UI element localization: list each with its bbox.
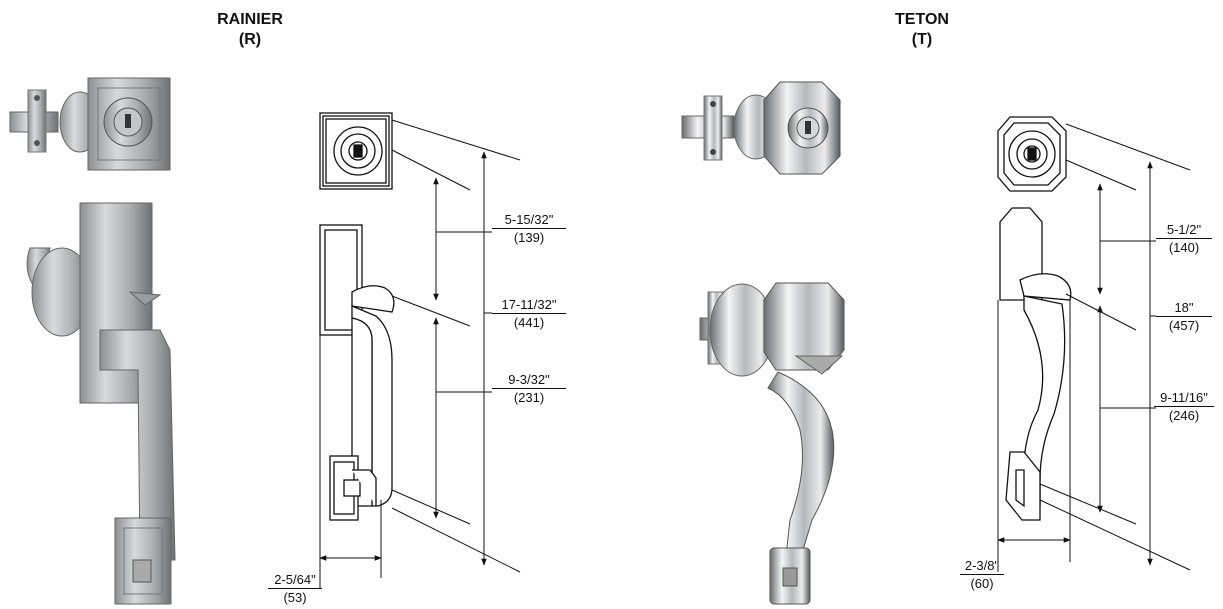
teton-extension-handle-bottom: [1039, 483, 1137, 525]
rainier-handle-imperial: 9-3/32": [492, 372, 566, 389]
rainier-title: RAINIER (R): [190, 10, 310, 50]
rainier-handle-dimension: 9-3/32" (231): [492, 372, 566, 405]
rainier-extension-top: [391, 119, 521, 161]
teton-width-dimension: 2-3/8" (60): [960, 558, 1004, 591]
rainier-extension-handle-bottom: [391, 489, 471, 525]
teton-extension-lever: [1065, 293, 1137, 331]
rainier-width-dimension: 2-5/64" (53): [268, 572, 322, 605]
teton-width-metric: (60): [970, 576, 994, 591]
rainier-width-metric: (53): [283, 590, 307, 605]
teton-handle-metric: (246): [1168, 408, 1200, 423]
teton-top-section-imperial: 5-1/2": [1156, 222, 1212, 239]
rainier-overall-dimension: 17-11/32" (441): [492, 297, 566, 330]
rainier-handle-metric: (231): [513, 390, 545, 405]
teton-name: TETON: [895, 11, 949, 28]
rainier-line-drawing: [319, 112, 395, 521]
rainier-code: (R): [238, 31, 262, 48]
teton-deadbolt-photo: [681, 81, 841, 175]
teton-dimension-lines: [997, 123, 1191, 572]
teton-deadbolt-drawing: [997, 116, 1067, 192]
teton-handle-dimension: 9-11/16" (246): [1154, 390, 1214, 423]
rainier-extension-bottom: [391, 507, 521, 573]
rainier-width-imperial: 2-5/64": [268, 572, 322, 589]
teton-overall-imperial: 18": [1156, 300, 1212, 317]
teton-overall-metric: (457): [1168, 318, 1200, 333]
rainier-dimension-lines: [319, 119, 521, 588]
teton-handle-imperial: 9-11/16": [1154, 390, 1214, 407]
teton-extension-bolt: [1065, 159, 1137, 191]
rainier-overall-imperial: 17-11/32": [492, 297, 566, 314]
teton-code: (T): [911, 31, 933, 48]
rainier-top-section-imperial: 5-15/32": [492, 212, 566, 229]
rainier-handle-photo: [26, 202, 176, 605]
teton-handle-drawing: [999, 207, 1072, 521]
teton-overall-dimension: 18" (457): [1156, 300, 1212, 333]
rainier-extension-bolt: [391, 149, 471, 191]
teton-handle-photo: [699, 282, 845, 605]
rainier-handle-drawing: [319, 224, 395, 521]
rainier-extension-lever: [391, 295, 471, 327]
teton-photo: [681, 81, 845, 605]
teton-line-drawing: [997, 116, 1072, 521]
teton-top-section-metric: (140): [1168, 240, 1200, 255]
teton-top-section-dimension: 5-1/2" (140): [1156, 222, 1212, 255]
teton-width-imperial: 2-3/8": [960, 558, 1004, 575]
rainier-deadbolt-photo: [9, 77, 171, 171]
teton-extension-top: [1065, 123, 1191, 171]
rainier-top-section-metric: (139): [513, 230, 545, 245]
rainier-photo: [9, 77, 176, 605]
rainier-overall-metric: (441): [513, 315, 545, 330]
rainier-deadbolt-drawing: [319, 112, 393, 190]
rainier-top-section-dimension: 5-15/32" (139): [492, 212, 566, 245]
rainier-name: RAINIER: [217, 11, 283, 28]
teton-title: TETON (T): [862, 10, 982, 50]
teton-extension-bottom: [1039, 499, 1191, 571]
